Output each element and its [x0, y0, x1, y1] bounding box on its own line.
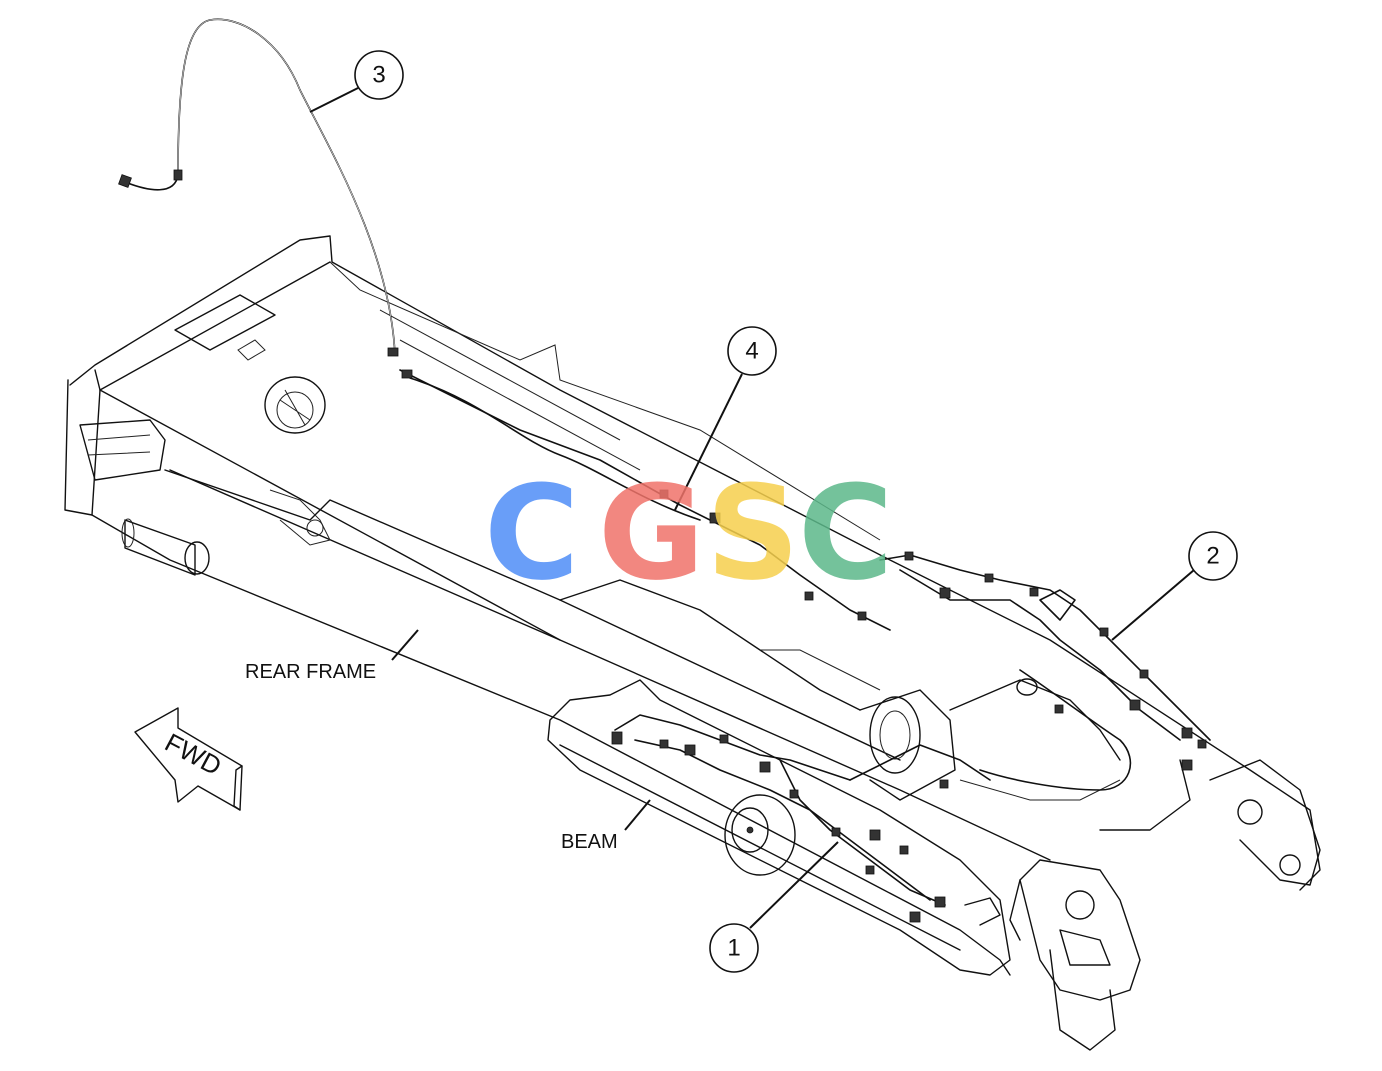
callout-2: 2 — [1188, 531, 1238, 581]
rear-frame-label: REAR FRAME — [245, 661, 376, 683]
callout-1-label: 1 — [727, 935, 740, 962]
watermark-letter-c2: C — [798, 457, 893, 609]
rear-frame-body — [64, 235, 1321, 1051]
harness-2 — [879, 551, 1211, 791]
leader-lines — [309, 87, 1195, 929]
beam-label: BEAM — [561, 831, 618, 853]
watermark-letter-g: G — [598, 457, 705, 609]
callout-1: 1 — [709, 923, 759, 973]
callout-2-label: 2 — [1206, 543, 1219, 570]
harness-4 — [399, 369, 891, 631]
callout-4: 4 — [727, 326, 777, 376]
watermark-letter-s: S — [706, 457, 800, 609]
watermark-letter-c1: C — [484, 457, 579, 609]
callout-3: 3 — [354, 50, 404, 100]
callout-4-label: 4 — [745, 338, 758, 365]
callout-3-label: 3 — [372, 62, 385, 89]
fwd-arrow: FWD — [134, 707, 243, 811]
harness-3 — [118, 18, 399, 357]
harness-1 — [611, 714, 991, 923]
watermark: C G S C — [484, 457, 893, 609]
beam-body — [547, 679, 1011, 976]
